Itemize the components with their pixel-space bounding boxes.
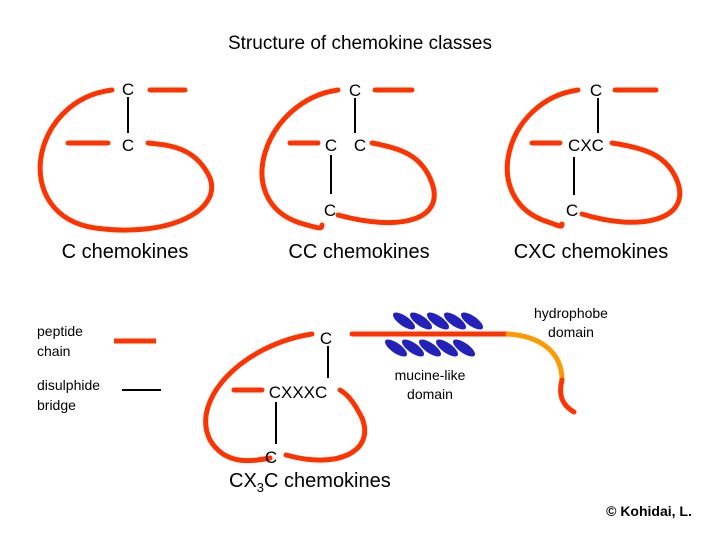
cc-chain-tail [335, 140, 437, 226]
cxc-chemokines-caption: CXC chemokines [514, 241, 669, 263]
cc-chemokine-structure: C C C C CC chemokines [259, 81, 437, 263]
c-chemokine-structure: C C C chemokines [37, 80, 215, 263]
cx3c-chemokines-caption: CX3C chemokines [229, 470, 391, 495]
cxc-chain-loop [504, 87, 581, 229]
mucin-glycan-ellipse [384, 339, 408, 357]
cx3c-residue-2: CXXXC [269, 383, 328, 402]
cxc-residue-1: C [590, 81, 602, 100]
legend-peptide-label-line1: peptide [37, 323, 83, 339]
cx3c-residue-1: C [320, 329, 332, 348]
mucine-domain-label-line1: mucine-like [395, 367, 466, 383]
mucin-glycan-ellipse [426, 312, 450, 330]
mucine-domain-label-line2: domain [407, 386, 453, 402]
cc-chemokines-caption: CC chemokines [288, 241, 429, 263]
hydrophobe-domain-label-line2: domain [548, 324, 594, 340]
mucin-glycosylation-group [384, 312, 484, 357]
c-residue-1: C [122, 80, 134, 99]
c-chemokines-caption: C chemokines [62, 241, 189, 263]
cc-residue-1: C [349, 81, 361, 100]
mucin-glycan-ellipse [392, 312, 416, 330]
legend-disulphide-label-line2: bridge [37, 397, 76, 413]
diagram-title: Structure of chemokine classes [228, 33, 492, 54]
mucin-glycan-ellipse [452, 339, 476, 357]
cc-residue-2: C [325, 136, 337, 155]
mucin-glycan-ellipse [418, 339, 442, 357]
hydrophobe-domain-label-line1: hydrophobe [534, 305, 608, 321]
cx3c-chemokine-structure: C CXXXC C CX3C chemokines [203, 312, 577, 495]
c-residue-2: C [122, 136, 134, 155]
legend-disulphide-label-line1: disulphide [37, 377, 100, 393]
cx3c-hydrophobe-segment [505, 331, 565, 383]
cc-residue-3: C [354, 136, 366, 155]
mucin-glycan-ellipse [460, 312, 484, 330]
copyright-notice: © Kohidai, L. [606, 503, 692, 519]
cx3c-chain-tail [283, 387, 368, 463]
cxc-chemokine-structure: C CXC C CXC chemokines [504, 81, 683, 263]
mucin-glycan-ellipse [435, 339, 459, 357]
mucin-glycan-ellipse [443, 312, 467, 330]
cx3c-residue-3: C [265, 448, 277, 467]
cxc-residue-2: CXC [568, 136, 604, 155]
cxc-residue-3: C [566, 201, 578, 220]
cc-residue-4: C [324, 201, 336, 220]
legend: peptide chain disulphide bridge [37, 323, 161, 413]
cc-chain-loop [259, 87, 341, 231]
mucin-glycan-ellipse [409, 312, 433, 330]
legend-peptide-label-line2: chain [37, 343, 70, 359]
cx3c-chain-end [558, 377, 577, 415]
cxc-chain-tail [579, 140, 683, 225]
mucin-glycan-ellipse [401, 339, 425, 357]
c-chain-loop [37, 87, 215, 233]
cx3c-chain-loop [203, 331, 315, 464]
